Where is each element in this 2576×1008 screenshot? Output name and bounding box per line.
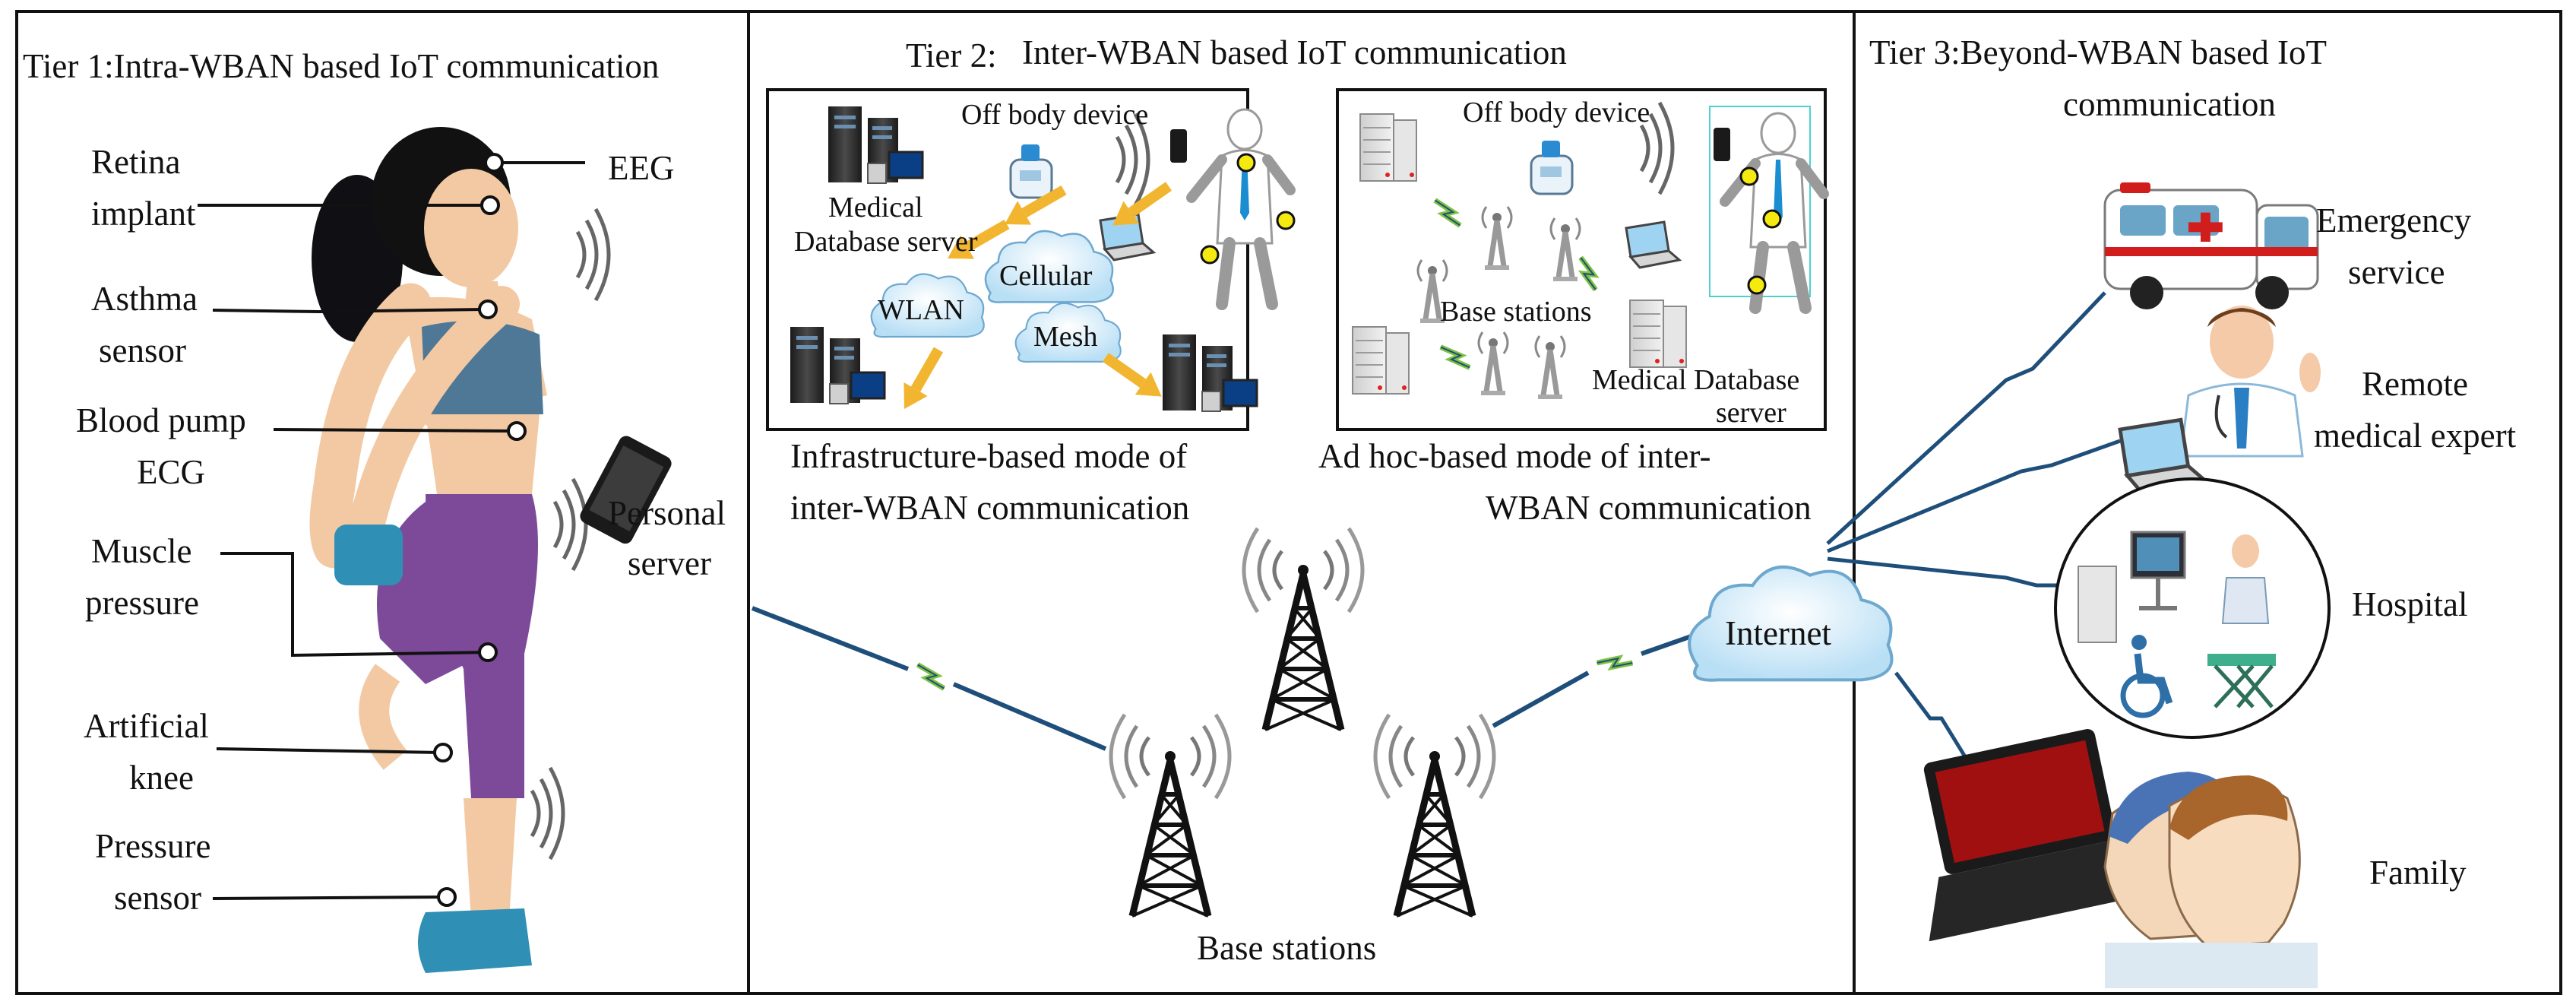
ambulance-icon <box>2103 182 2319 309</box>
emergency-label-1: Emergency <box>2316 201 2472 239</box>
adhoc-medical-db-label-1: Medical Database <box>1592 364 1799 396</box>
muscle-label-2: pressure <box>85 584 199 622</box>
adhoc-rack-icon-right <box>1629 300 1687 368</box>
stretcher-icon <box>2207 654 2276 708</box>
tier1-title: Tier 1:Intra-WBAN based IoT communicatio… <box>23 47 659 85</box>
knee-sensor-node <box>433 743 453 762</box>
adhoc-rack-icon-top <box>1359 113 1417 182</box>
infrastructure-mode-box: Off body device Medical Database server … <box>766 88 1294 431</box>
link-lightning-right <box>1597 651 1633 674</box>
adhoc-mode-box: Off body device Base stations Medical Da… <box>1336 88 1825 431</box>
internet-label: Internet <box>1725 614 1831 652</box>
hospital-icon <box>2054 477 2331 739</box>
asthma-sensor-node <box>478 300 498 319</box>
wlan-label: WLAN <box>878 294 964 326</box>
internet-links <box>1826 291 2121 769</box>
asthma-label-2: sensor <box>99 331 186 369</box>
panel-frames <box>15 10 2562 995</box>
adhoc-base-stations-label: Base stations <box>1440 296 1591 328</box>
tier3-title-line1: Tier 3:Beyond-WBAN based IoT <box>1869 33 2327 71</box>
remote-label-1: Remote <box>2362 365 2468 403</box>
offbody-device-icon <box>1009 144 1053 199</box>
adhoc-offbody-label: Off body device <box>1463 97 1650 128</box>
infra-caption-2: inter-WBAN communication <box>790 489 1189 527</box>
infra-caption-1: Infrastructure-based mode of <box>790 437 1187 475</box>
infra-medical-label-1: Medical <box>828 192 923 223</box>
adhoc-offbody-device-icon <box>1530 141 1574 195</box>
sensor-labels: Retina implant EEG Asthma sensor Blood p… <box>76 143 674 917</box>
remote-doctor-icon <box>2179 306 2321 458</box>
smartphone-icon <box>580 436 672 544</box>
base-station-tower-top <box>1244 528 1362 730</box>
infra-medical-label-2: Database server <box>794 226 978 258</box>
sensor-leader-lines <box>198 161 585 900</box>
asthma-label-1: Asthma <box>91 280 198 318</box>
adhoc-rack-icon-bottom <box>1352 326 1410 395</box>
body-signal-icons <box>532 209 609 859</box>
family-label: Family <box>2369 854 2467 892</box>
retina-label-2: implant <box>91 195 196 233</box>
emergency-label-2: service <box>2348 253 2445 291</box>
personal-server-label-1: Personal <box>608 494 726 532</box>
hospital-label: Hospital <box>2352 585 2468 623</box>
muscle-label-1: Muscle <box>91 532 191 570</box>
pressure-label-2: sensor <box>114 879 201 917</box>
pressure-label-1: Pressure <box>95 827 210 865</box>
tier1-panel: Tier 1:Intra-WBAN based IoT communicatio… <box>23 47 726 973</box>
tier2-title-prefix: Tier 2: <box>906 36 997 74</box>
blood-pump-label: Blood pump <box>76 401 246 439</box>
base-station-tower-left <box>1111 715 1229 916</box>
woman-figure-illustration <box>309 127 547 973</box>
retina-sensor-node <box>480 195 500 215</box>
knee-label-2: knee <box>129 759 194 797</box>
adhoc-caption-1: Ad hoc-based mode of inter- <box>1318 437 1710 475</box>
mesh-label: Mesh <box>1033 321 1097 353</box>
eeg-sensor-node <box>484 153 504 173</box>
infra-offbody-label: Off body device <box>961 99 1148 131</box>
retina-label-1: Retina <box>91 143 180 181</box>
cellular-label: Cellular <box>999 260 1093 292</box>
service-labels: Emergency service Remote medical expert … <box>2314 201 2517 892</box>
muscle-sensor-node <box>478 642 498 662</box>
adhoc-medical-db-label-2: server <box>1716 397 1786 429</box>
knee-label-1: Artificial <box>84 707 209 745</box>
ecg-label: ECG <box>137 453 205 491</box>
pressure-sensor-node <box>437 887 457 907</box>
tier2-panel: Tier 2: Inter-WBAN based IoT communicati… <box>751 33 1892 967</box>
family-icon <box>1923 729 2318 988</box>
tier3-title-line2: communication <box>2063 85 2276 123</box>
link-lightning-left <box>913 664 949 688</box>
adhoc-caption-2: WBAN communication <box>1486 489 1812 527</box>
remote-label-2: medical expert <box>2314 417 2517 455</box>
base-station-tower-right <box>1375 715 1494 916</box>
base-stations-label: Base stations <box>1197 929 1376 967</box>
sensor-nodes <box>433 153 527 907</box>
wheelchair-icon <box>2120 635 2173 718</box>
tier2-title: Inter-WBAN based IoT communication <box>1022 33 1567 71</box>
personal-server-label-2: server <box>628 544 711 582</box>
wireless-links <box>751 606 1703 751</box>
eeg-label: EEG <box>608 149 674 187</box>
tier3-panel: Tier 3:Beyond-WBAN based IoT communicati… <box>1826 33 2517 988</box>
ecg-sensor-node <box>507 421 527 441</box>
